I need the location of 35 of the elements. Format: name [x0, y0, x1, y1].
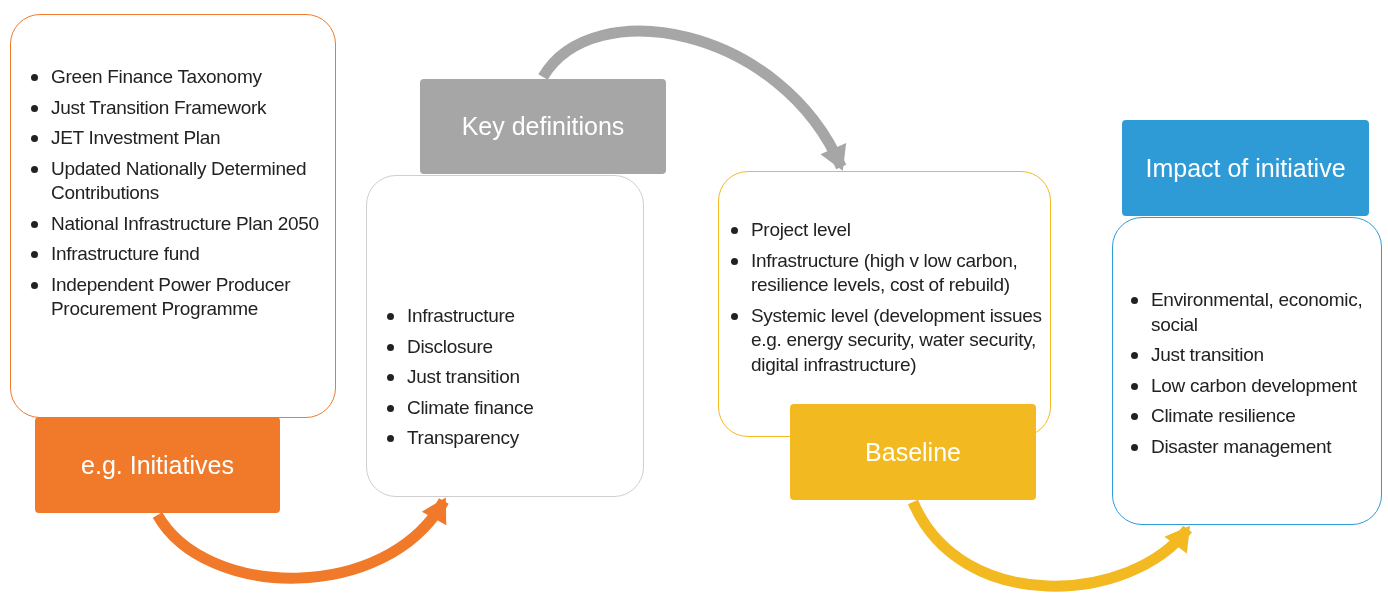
bullet-item: Transparency	[383, 426, 633, 451]
bullet-item: Disclosure	[383, 334, 633, 359]
list-card	[366, 175, 644, 497]
bullet-item: National Infrastructure Plan 2050	[27, 211, 327, 236]
list-card	[1112, 217, 1382, 525]
bullet-item: Infrastructure	[383, 304, 633, 329]
list-card	[10, 14, 336, 418]
bullet-item: Systemic level (development issues e.g. energy security, water security, digital infrastructure)	[727, 303, 1047, 377]
bullet-item: Infrastructure (high v low carbon, resilience levels, cost of rebuild)	[727, 248, 1047, 298]
stage-header-box	[420, 79, 666, 174]
stage-header-box	[1122, 120, 1369, 216]
bullet-item: Green Finance Taxonomy	[27, 65, 327, 90]
bullet-item: JET Investment Plan	[27, 126, 327, 151]
bullet-item: Climate resilience	[1127, 404, 1377, 429]
bullet-item: Climate finance	[383, 395, 633, 420]
curved-arrow	[538, 26, 847, 171]
header-text: Impact of initiative	[1145, 153, 1346, 183]
stage-header-box	[790, 404, 1036, 500]
bullet-item: Environmental, economic, social	[1127, 288, 1377, 337]
header-text: e.g. Initiatives	[81, 450, 234, 480]
header-text: Baseline	[865, 437, 961, 467]
header-text: Key definitions	[461, 112, 625, 141]
bullet-item: Updated Nationally Determined Contributions	[27, 156, 327, 206]
bullet-item: Just transition	[1127, 343, 1377, 368]
bullet-item: Project level	[727, 218, 1047, 243]
bullet-item: Infrastructure fund	[27, 242, 327, 267]
stage-header-box	[35, 417, 280, 513]
bullet-item: Low carbon development	[1127, 373, 1377, 398]
bullet-item: Disaster management	[1127, 434, 1377, 459]
list-card	[718, 171, 1051, 437]
bullet-item: Independent Power Producer Procurement Programme	[27, 272, 327, 322]
curved-arrow	[908, 499, 1192, 592]
bullet-item: Just transition	[383, 365, 633, 390]
bullet-item: Just Transition Framework	[27, 95, 327, 120]
curved-arrow	[153, 497, 449, 584]
